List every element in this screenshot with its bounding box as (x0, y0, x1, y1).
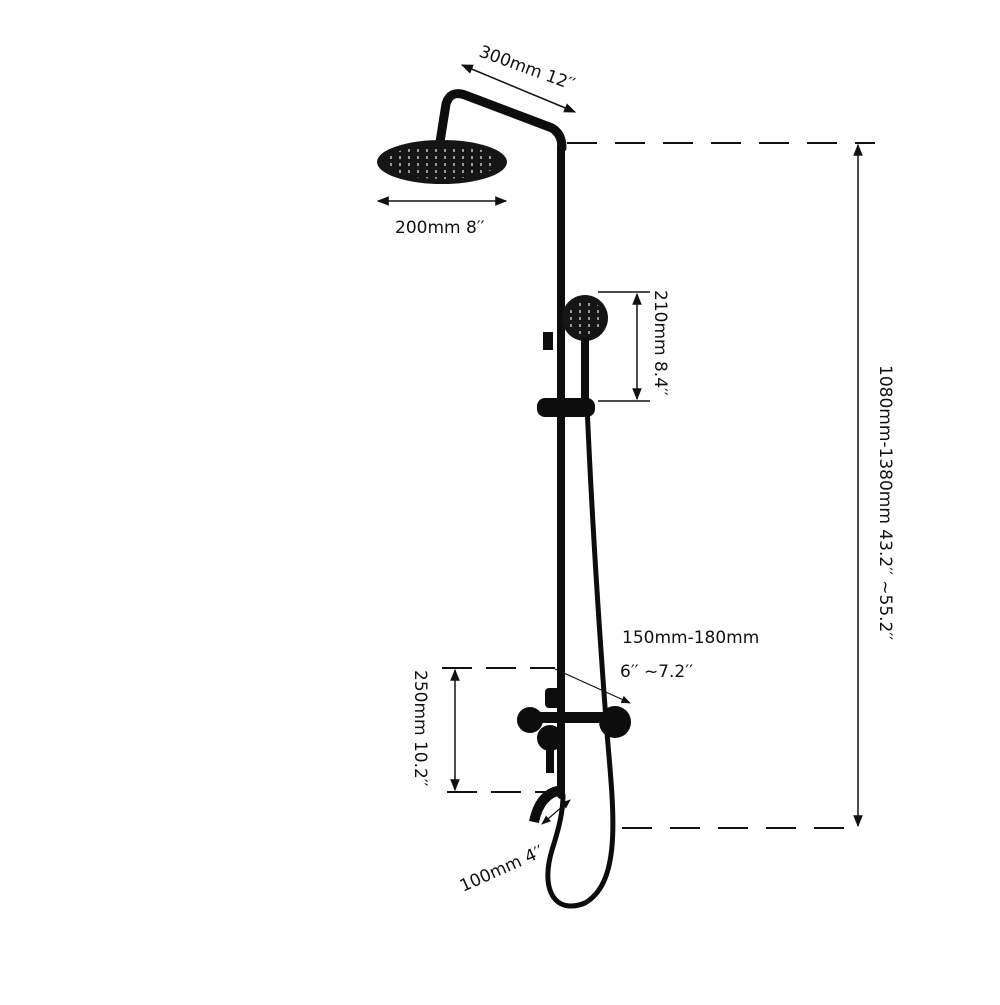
dimension-lines (376, 64, 875, 829)
shower-arm (435, 89, 567, 153)
valve-height-label: 250mm 10.2′′ (410, 670, 430, 787)
total-height-label: 1080mm-1380mm 43.2′′ ~55.2′′ (875, 365, 895, 640)
shower-head-nozzles (386, 145, 498, 179)
hand-shower-nozzles (567, 300, 603, 336)
valve-spacing-inch-label: 6′′ ~7.2′′ (620, 662, 693, 682)
slide-holder (537, 398, 595, 417)
bath-spout (529, 785, 564, 824)
mixer-valve (517, 688, 631, 773)
spout-length-label: 100mm 4′′ (457, 842, 547, 897)
shower-hose (545, 402, 616, 909)
shower-system (435, 89, 616, 909)
height-adjust-knob (543, 332, 553, 350)
handheld-length-label: 210mm 8.4′′ (650, 290, 670, 396)
hand-shower-handle (581, 338, 589, 402)
valve-spacing-label: 150mm-180mm (622, 628, 759, 648)
arm-length-label: 300mm 12′′ (476, 42, 577, 95)
head-diameter-label: 200mm 8′′ (395, 218, 485, 238)
